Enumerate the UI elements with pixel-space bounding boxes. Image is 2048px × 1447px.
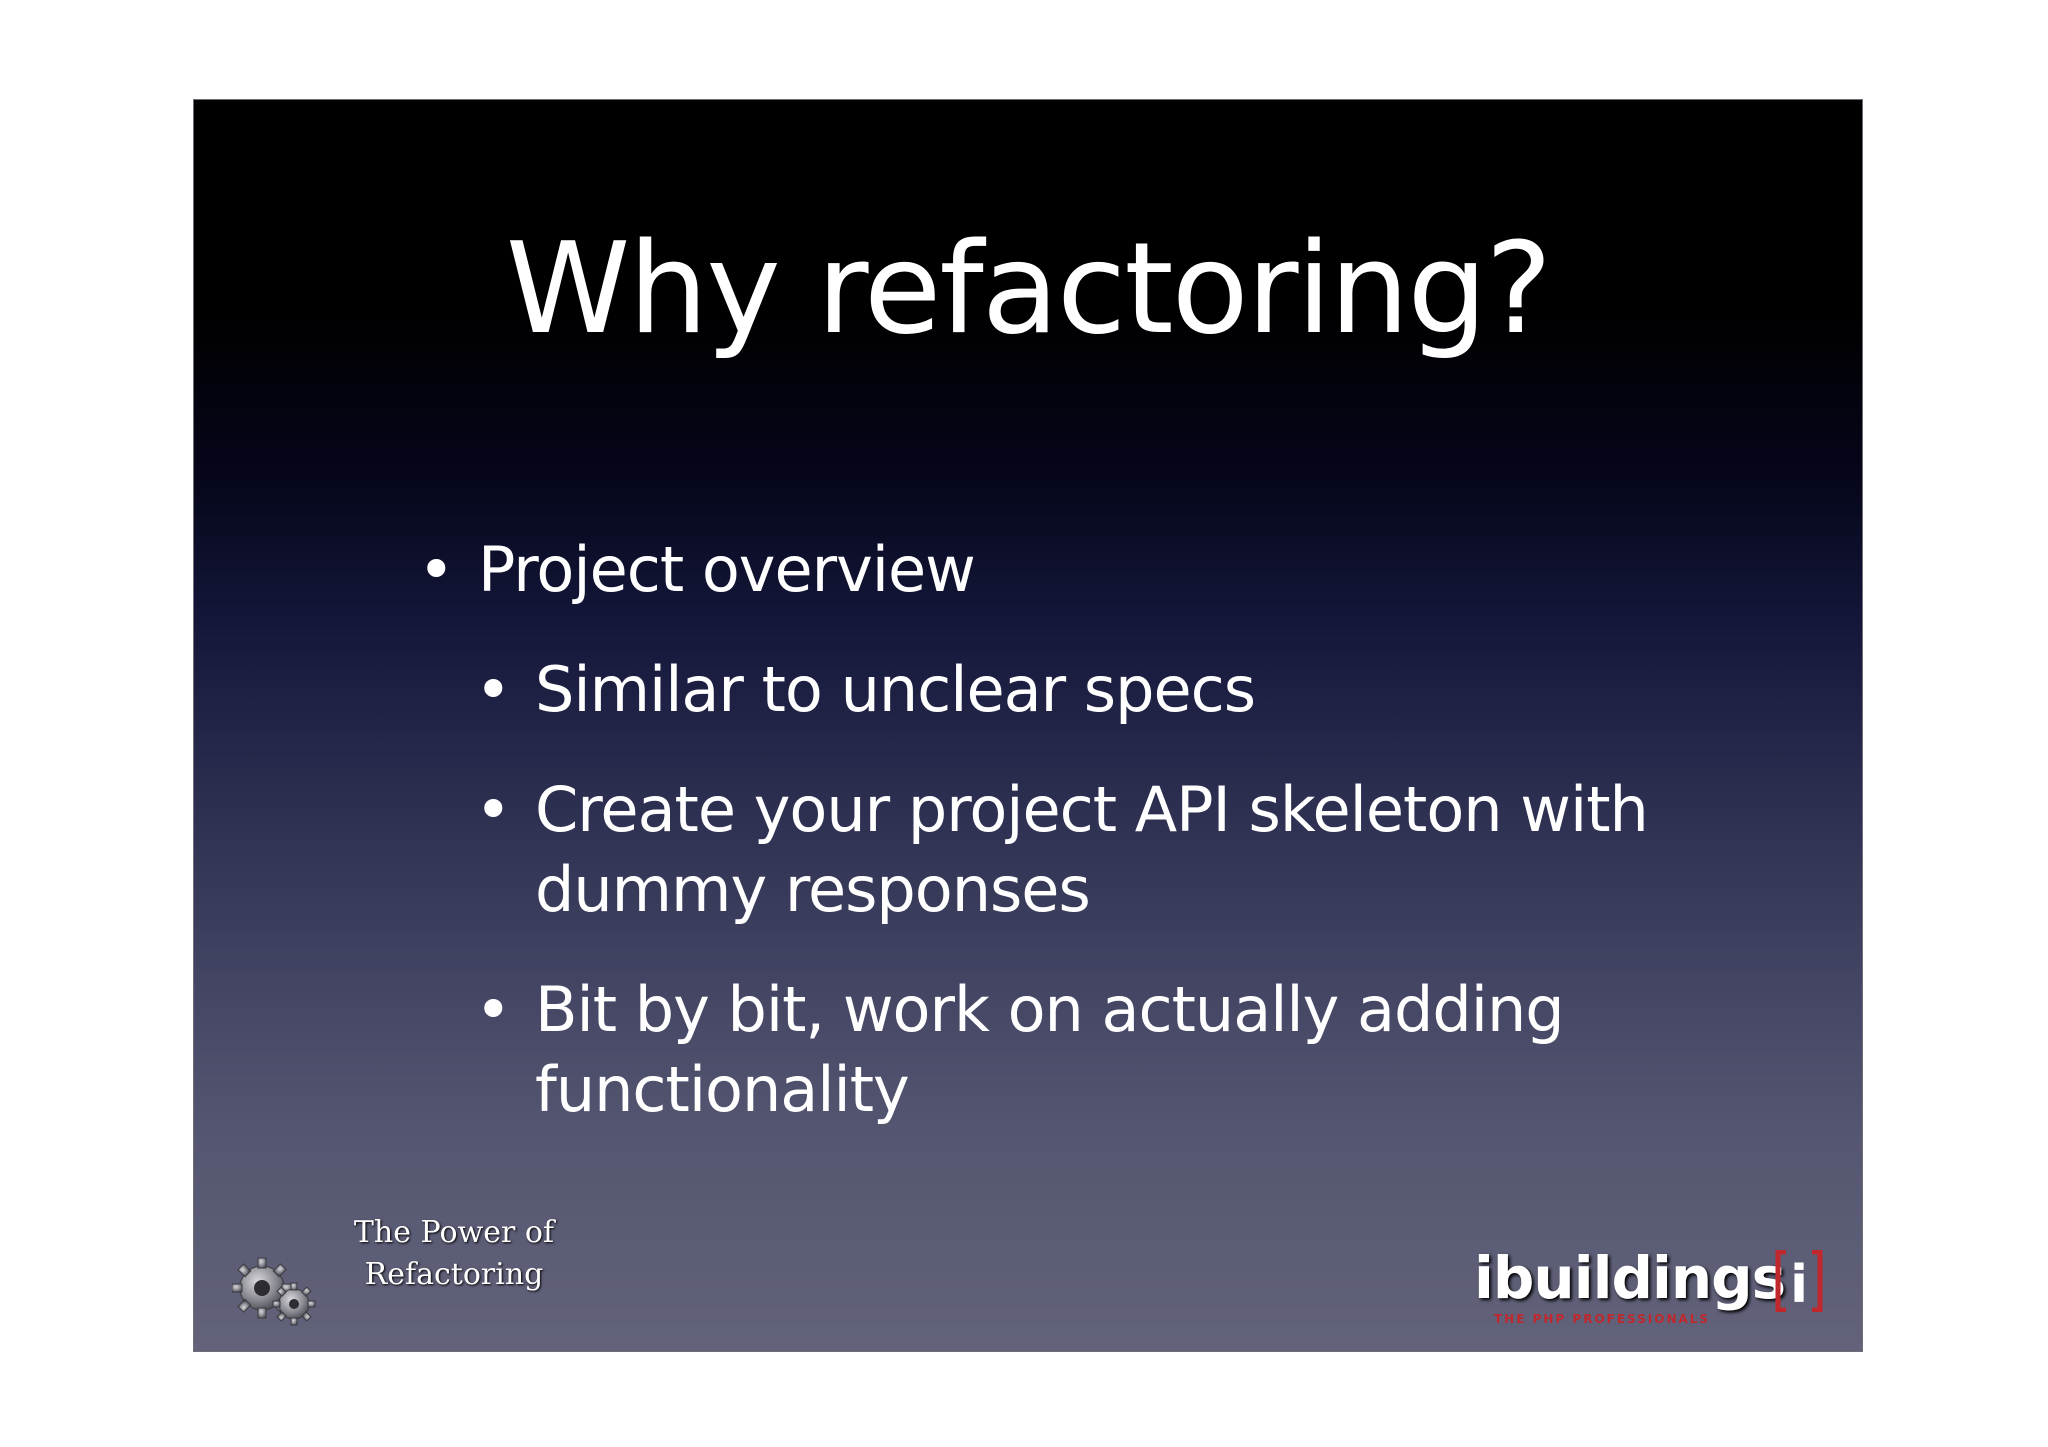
bullet-text: Project overview — [478, 533, 976, 606]
bullet-item-level-2: • Create your project API skeleton with … — [475, 770, 1765, 930]
slide-title: Why refactoring? — [505, 215, 1552, 362]
bullet-dot-icon: • — [475, 773, 512, 846]
slide: Why refactoring? • Project overview • Si… — [193, 99, 1863, 1352]
bullet-item-level-2: • Bit by bit, work on actually adding fu… — [475, 970, 1765, 1130]
bullet-dot-icon: • — [475, 973, 512, 1046]
footer-title: The Power of Refactoring — [339, 1212, 569, 1296]
logo-tagline: THE PHP PROFESSIONALS — [1494, 1312, 1711, 1326]
bullet-dot-icon: • — [475, 653, 512, 726]
footer-title-line: Refactoring — [364, 1257, 544, 1292]
logo-bracket-i-icon: i — [1775, 1250, 1823, 1312]
footer-title-line: The Power of — [353, 1215, 555, 1250]
bullet-text: Create your project API skeleton with du… — [535, 773, 1649, 926]
bullet-text: Similar to unclear specs — [535, 653, 1256, 726]
bullet-text: Bit by bit, work on actually adding func… — [535, 973, 1565, 1126]
logo-bracket-letter: i — [1790, 1255, 1808, 1312]
gears-icon — [232, 1257, 316, 1326]
bullet-item-level-1: • Project overview — [418, 530, 1778, 610]
logo-wordmark: ibuildings — [1474, 1244, 1786, 1312]
ibuildings-logo: ibuildings i THE PHP PROFESSIONALS — [1474, 1240, 1824, 1330]
bullet-item-level-2: • Similar to unclear specs — [475, 650, 1735, 730]
bullet-dot-icon: • — [418, 533, 455, 606]
